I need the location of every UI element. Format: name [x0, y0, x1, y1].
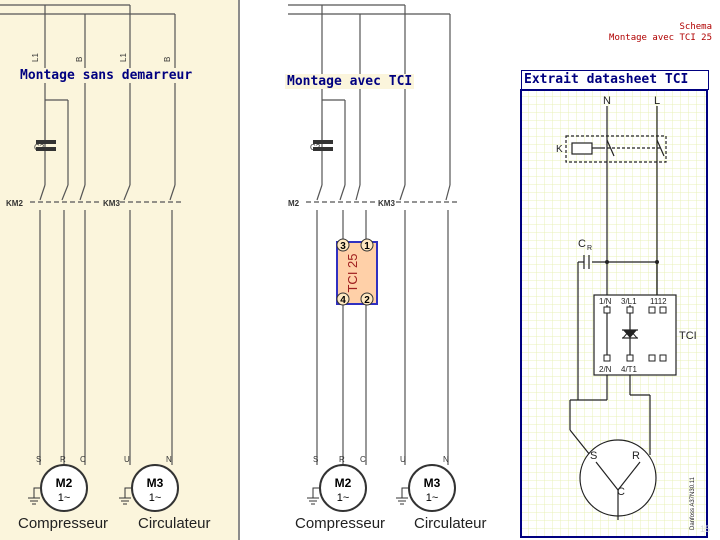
datasheet-title: Extrait datasheet TCI: [521, 70, 709, 90]
mid-label-compresseur: Compresseur: [295, 515, 385, 532]
left-term-u: U: [124, 455, 130, 464]
ds-l: L: [654, 95, 660, 107]
left-top-l1b: L1: [119, 53, 128, 62]
left-term-s: S: [36, 455, 41, 464]
ds-tci: TCI: [679, 330, 697, 342]
left-term-n: N: [166, 455, 172, 464]
mid-term-r: R: [339, 455, 345, 464]
left-term-c: C: [80, 455, 86, 464]
datasheet-labels: N L K C R 1/N 3/L1 1112 2/N 4/T1 TCI S R…: [556, 95, 710, 534]
mid-term-s: S: [313, 455, 318, 464]
m2-phase: 1~: [58, 492, 71, 504]
left-title: Montage sans demarreur: [18, 68, 195, 83]
mid-m3-phase: 1~: [426, 492, 439, 504]
ds-term-c: C: [617, 486, 625, 498]
tci-pin-1: 1: [364, 241, 370, 252]
mid-m3-name: M3: [424, 476, 441, 490]
middle-labels: C2 M2 KM3 S R C U N: [288, 143, 449, 464]
left-capacitor: [36, 140, 56, 151]
m2-name: M2: [56, 476, 73, 490]
tci-pin-3: 3: [340, 241, 346, 252]
left-cap-label: C2: [34, 143, 45, 152]
m3-name: M3: [147, 476, 164, 490]
ds-cr: C: [578, 238, 586, 250]
datasheet-pins: [603, 306, 667, 362]
tci25-module: TCI 25 3 1 4 2: [336, 238, 378, 306]
mid-m2-name: M2: [335, 476, 352, 490]
left-top-b: B: [75, 57, 84, 62]
left-top-bb: B: [163, 57, 172, 62]
mid-m2-contact: M2: [288, 199, 300, 208]
mid-term-n: N: [443, 455, 449, 464]
left-labels: C2 KM2 KM3 S R C U N L1 B L1 B: [6, 53, 172, 464]
ds-term-s: S: [590, 450, 597, 462]
header-subtitle: Montage avec TCI 25: [609, 33, 712, 43]
ds-k: K: [556, 144, 563, 155]
header-schema: Schema: [679, 22, 712, 32]
ds-page: 15: [700, 524, 710, 534]
middle-capacitor: [313, 140, 333, 151]
left-km2: KM2: [6, 199, 23, 208]
mid-term-u: U: [400, 455, 406, 464]
left-wiring: [0, 4, 182, 465]
panel-divider: [238, 0, 240, 540]
left-label-compresseur: Compresseur: [18, 515, 108, 532]
ds-ref: Danfoss A37N30.11: [690, 476, 696, 530]
ds-pin-4t1: 4/T1: [621, 365, 638, 374]
mid-km3: KM3: [378, 199, 395, 208]
middle-motor-labels: Compresseur Circulateur: [295, 515, 487, 532]
ds-cr-sub: R: [587, 245, 592, 252]
middle-title: Montage avec TCI: [285, 74, 415, 89]
mid-label-circulateur: Circulateur: [414, 515, 487, 532]
middle-motor-m3: M3 1~: [396, 464, 456, 512]
ds-pin-1112: 1112: [650, 297, 667, 306]
mid-cap-label: C2: [310, 143, 321, 152]
middle-wiring: [288, 4, 458, 465]
ds-pin-2n: 2/N: [599, 365, 612, 374]
m3-phase: 1~: [149, 492, 162, 504]
left-motor-m2: M2 1~: [28, 464, 88, 512]
ds-pin-1n: 1/N: [599, 297, 612, 306]
left-km3: KM3: [103, 199, 120, 208]
tci25-label: TCI 25: [345, 253, 360, 292]
left-motor-labels: Compresseur Circulateur: [18, 515, 211, 532]
middle-motor-m2: M2 1~: [307, 464, 367, 512]
mid-term-c: C: [360, 455, 366, 464]
left-motor-m3: M3 1~: [119, 464, 179, 512]
ds-n: N: [603, 95, 611, 107]
ds-pin-3l1: 3/L1: [621, 297, 637, 306]
ds-term-r: R: [632, 450, 640, 462]
tci-pin-4: 4: [340, 295, 346, 306]
datasheet-triac: [605, 260, 659, 339]
mid-m2-phase: 1~: [337, 492, 350, 504]
left-term-r: R: [60, 455, 66, 464]
left-top-l1: L1: [31, 53, 40, 62]
tci-pin-2: 2: [364, 295, 370, 306]
left-label-circulateur: Circulateur: [138, 515, 211, 532]
